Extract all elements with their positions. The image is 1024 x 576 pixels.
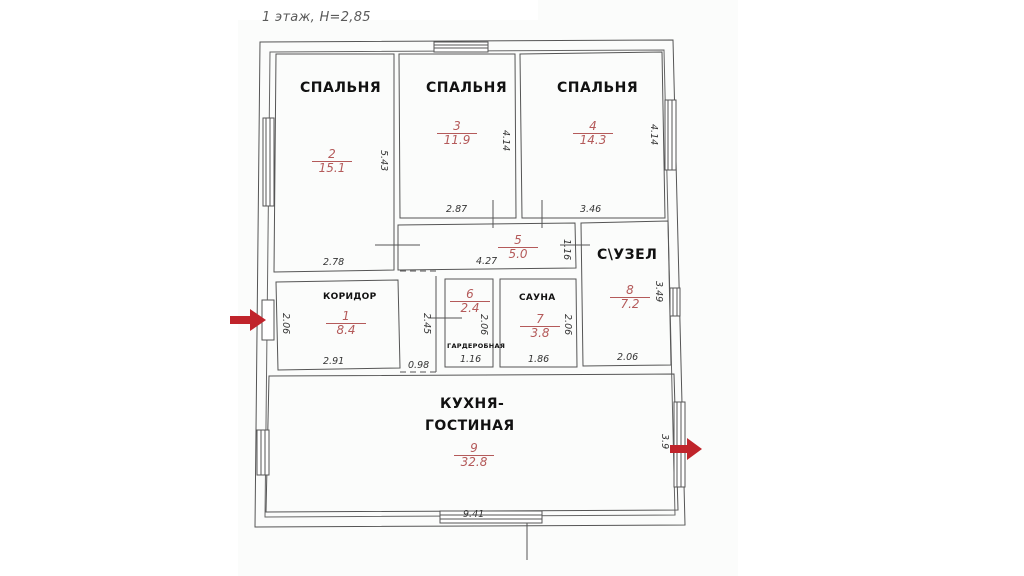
room-label-corridor: КОРИДОР <box>323 292 377 302</box>
dim-bedroom3-width: 2.87 <box>446 204 468 215</box>
bathroom-8-outline <box>580 220 672 367</box>
hall-5-outline <box>397 222 577 271</box>
entrance-arrow-icon <box>230 309 266 331</box>
bedroom-2-outline <box>273 53 395 273</box>
dim-kitchen-width: 9.41 <box>463 509 485 520</box>
dim-corridor-right: 2.45 <box>421 313 432 335</box>
dim-corridor-height: 2.06 <box>280 313 291 335</box>
room-label-bedroom-2: СПАЛЬНЯ <box>300 80 382 96</box>
dim-sauna-height: 2.06 <box>562 314 573 336</box>
corridor-1-outline <box>275 279 401 371</box>
plan-sheet <box>238 0 738 576</box>
floor-title: 1 этаж, H=2,85 <box>262 10 371 25</box>
room-label-kitchen-line1: КУХНЯ- <box>440 396 505 412</box>
dim-sauna-width: 1.86 <box>528 354 550 365</box>
outer-wall <box>254 39 686 528</box>
room-label-bedroom-4: СПАЛЬНЯ <box>557 80 639 96</box>
dim-bedroom4-width: 3.46 <box>580 204 602 215</box>
dim-closet-height: 2.06 <box>478 314 489 336</box>
dim-bedroom3-height: 4.14 <box>500 130 511 152</box>
dim-bath-height: 3.49 <box>653 281 664 303</box>
room-label-kitchen-line2: ГОСТИНАЯ <box>425 418 515 434</box>
bedroom-4-outline <box>519 51 666 219</box>
dim-bedroom2-height: 5.43 <box>378 150 389 172</box>
dim-corridor-width: 2.91 <box>323 356 345 367</box>
dim-bath-width: 2.06 <box>617 352 639 363</box>
room-label-closet: ГАРДЕРОБНАЯ <box>447 342 506 350</box>
dim-bedroom2-width: 2.78 <box>323 257 345 268</box>
dim-bedroom4-height: 4.14 <box>648 124 659 146</box>
plan-sheet-top <box>238 0 538 20</box>
room-label-bathroom: С\УЗЕЛ <box>597 247 658 263</box>
room-label-bedroom-3: СПАЛЬНЯ <box>426 80 508 96</box>
dim-corridor-gap: 0.98 <box>408 360 430 371</box>
dim-hall5-height: 1.16 <box>561 239 572 261</box>
sauna-7-outline <box>499 278 578 368</box>
bedroom-3-outline <box>398 53 517 219</box>
dim-closet-width: 1.16 <box>460 354 482 365</box>
room-label-sauna: САУНА <box>519 293 556 303</box>
closet-6-outline <box>444 278 494 368</box>
exit-arrow-icon <box>670 438 702 460</box>
dim-hall5-width: 4.27 <box>476 256 498 267</box>
